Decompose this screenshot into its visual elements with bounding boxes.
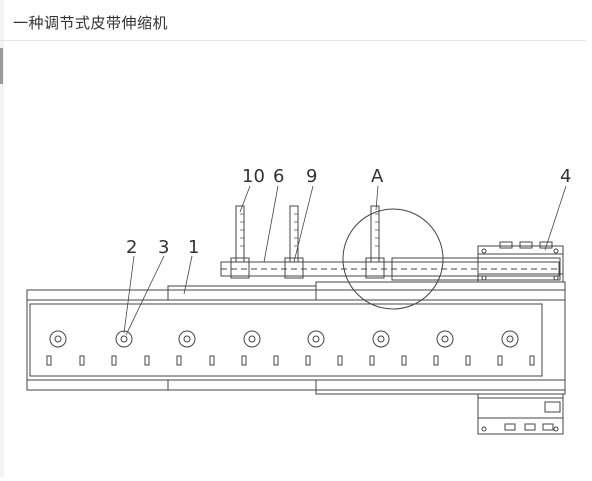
- callout-6: 6: [273, 166, 284, 187]
- callout-10: 10: [242, 166, 265, 187]
- page-title: 一种调节式皮带伸缩机: [13, 14, 169, 32]
- callout-9: 9: [306, 166, 317, 187]
- title-bar: 一种调节式皮带伸缩机: [0, 0, 586, 41]
- patent-drawing: 10 6 9 A 4 2 3 1: [0, 41, 592, 477]
- callout-4: 4: [560, 166, 571, 187]
- slot-row: [46, 355, 535, 366]
- callout-2: 2: [126, 237, 137, 258]
- ruler-9: [289, 205, 299, 263]
- detail-circle-a: [342, 208, 444, 310]
- callout-1: 1: [188, 237, 199, 258]
- top-belt-segment: [167, 285, 317, 301]
- callout-a: A: [371, 166, 384, 187]
- motor-block: [477, 245, 564, 283]
- roller-row: [49, 330, 519, 348]
- ruler-a: [370, 205, 380, 263]
- ruler-10: [235, 205, 245, 263]
- belt-panel: [29, 303, 543, 377]
- left-scroll-rail[interactable]: [0, 0, 4, 477]
- main-frame: [26, 289, 566, 391]
- scroll-grip[interactable]: [0, 48, 3, 84]
- callout-3: 3: [158, 237, 169, 258]
- belt-conveyor-drawing: 10 6 9 A 4 2 3 1: [26, 166, 571, 435]
- drive-box: [477, 393, 564, 435]
